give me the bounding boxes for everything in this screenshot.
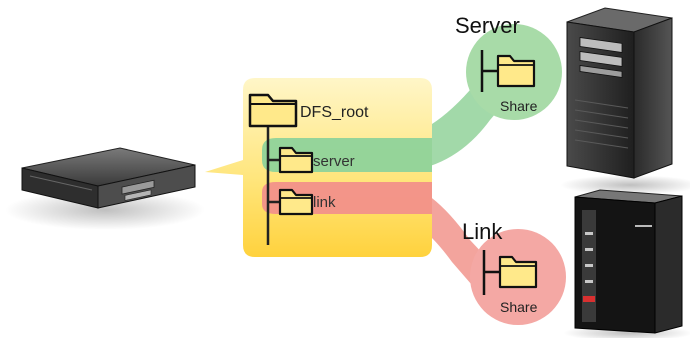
link-share-label: Share (500, 299, 538, 315)
server-share-tree (480, 50, 498, 92)
server-share-label: Share (500, 98, 538, 114)
nas-tower-icon (574, 189, 683, 334)
link-folder-label: link (313, 194, 336, 211)
root-folder-label: DFS_root (300, 104, 369, 121)
nas-shadow (5, 190, 205, 230)
server-tower-icon (566, 7, 673, 179)
server-title: Server (455, 13, 520, 38)
server-shadow (560, 175, 690, 195)
root-folder-icon (248, 93, 298, 128)
link-share-folder-icon (498, 255, 538, 289)
link-title: Link (462, 219, 503, 244)
server-folder-label: server (313, 153, 355, 170)
server-folder-icon (278, 146, 314, 174)
server-share-folder-icon (496, 54, 536, 88)
nas-device-icon (21, 147, 196, 209)
link-share-tree (482, 250, 500, 295)
link-folder-icon (278, 188, 314, 216)
tree-lines (266, 120, 280, 245)
